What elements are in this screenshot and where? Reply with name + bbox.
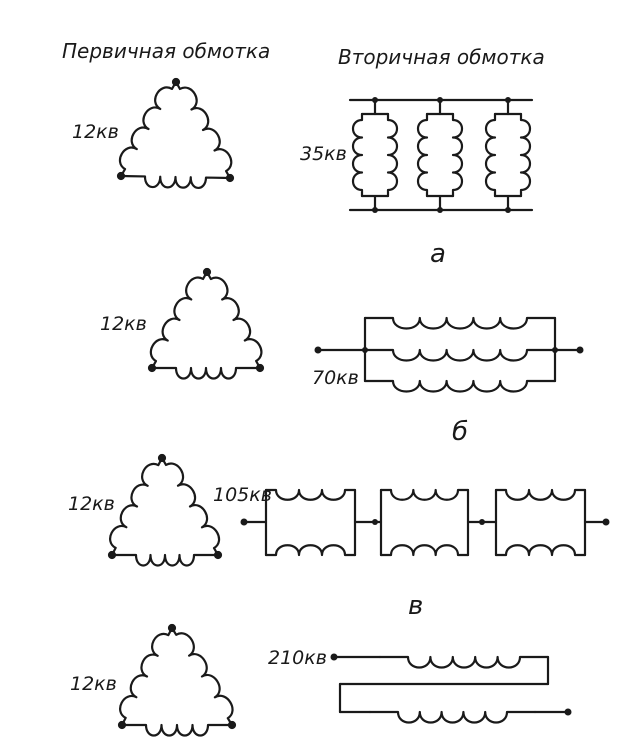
coil-pair [264, 488, 357, 557]
primary-voltage-d: 12кв [70, 673, 117, 695]
horizontal-coil [363, 348, 557, 362]
section-label-c: в [408, 591, 423, 621]
coil-path [416, 112, 429, 198]
coil-path [494, 544, 587, 557]
secondary-voltage-a: 35кв [300, 143, 347, 165]
node [171, 77, 181, 87]
node [116, 171, 126, 181]
horizontal-coil [378, 655, 550, 669]
node [213, 550, 223, 560]
primary-winding-header: Первичная обмотка [62, 39, 270, 63]
coil-path [360, 194, 390, 212]
coil-path [363, 316, 557, 330]
coil-path [386, 112, 399, 198]
secondary-voltage-b: 70кв [312, 367, 359, 389]
coil-path [379, 544, 470, 557]
secondary-voltage-d: 210кв [268, 647, 327, 669]
secondary-winding-a [348, 97, 534, 213]
coil-path [174, 80, 233, 180]
secondary-winding-c [240, 488, 610, 557]
coil-path [149, 270, 209, 370]
coil-path [368, 710, 537, 724]
node [202, 267, 212, 277]
coil-path [109, 456, 164, 557]
node [167, 623, 177, 633]
secondary-winding-b [314, 316, 584, 393]
primary-voltage-c: 12кв [68, 493, 115, 515]
secondary-winding-d [330, 653, 572, 724]
coil-path [494, 488, 587, 501]
coil-path [451, 112, 464, 198]
primary-winding-b [147, 267, 265, 380]
coil-path [119, 174, 232, 189]
secondary-winding-header: Вторичная обмотка [338, 45, 545, 69]
terminal [240, 518, 248, 526]
terminal [330, 653, 338, 661]
terminal [564, 708, 572, 716]
coil-path [170, 626, 234, 727]
primary-winding-a [116, 77, 235, 189]
coil-path [205, 270, 263, 370]
coil-path [119, 626, 174, 727]
primary-voltage-a: 12кв [72, 121, 119, 143]
terminal [576, 346, 584, 354]
primary-delta-a [116, 77, 235, 189]
node [107, 550, 117, 560]
primary-delta-c [107, 453, 223, 567]
coil-path [484, 112, 497, 198]
node [372, 519, 378, 525]
coil-path [363, 348, 557, 362]
coil-pair [379, 488, 470, 557]
primary-winding-d [117, 623, 237, 737]
node [117, 720, 127, 730]
terminal [602, 518, 610, 526]
node [255, 363, 265, 373]
vertical-coil-pair [416, 98, 464, 212]
primary-voltage-b: 12кв [100, 313, 147, 335]
node [479, 519, 485, 525]
vertical-coil-pair [484, 98, 532, 212]
coil-path [425, 194, 455, 212]
coil-path [110, 553, 220, 567]
coil-path [351, 112, 364, 198]
terminal [314, 346, 322, 354]
node [147, 363, 157, 373]
coil-path [493, 194, 523, 212]
section-label-a: а [430, 239, 446, 269]
coil-path [378, 655, 550, 669]
horizontal-coil [363, 316, 557, 330]
primary-delta-b [147, 267, 265, 380]
coil-path [120, 723, 234, 737]
vertical-coil-pair [351, 98, 399, 212]
primary-delta-d [117, 623, 237, 737]
coil-path [118, 80, 178, 178]
coil-path [150, 366, 262, 380]
node [225, 173, 235, 183]
node [227, 720, 237, 730]
coil-path [379, 488, 470, 501]
coil-pair [494, 488, 587, 557]
coil-path [363, 379, 557, 393]
coil-path [519, 112, 532, 198]
coil-path [160, 456, 221, 557]
coil-path [264, 488, 357, 501]
section-label-b: б [452, 417, 468, 447]
horizontal-coil [368, 710, 537, 724]
coil-path [264, 544, 357, 557]
secondary-voltage-c: 105кв [213, 484, 272, 506]
primary-winding-c [107, 453, 223, 567]
horizontal-coil [363, 379, 557, 393]
node [157, 453, 167, 463]
